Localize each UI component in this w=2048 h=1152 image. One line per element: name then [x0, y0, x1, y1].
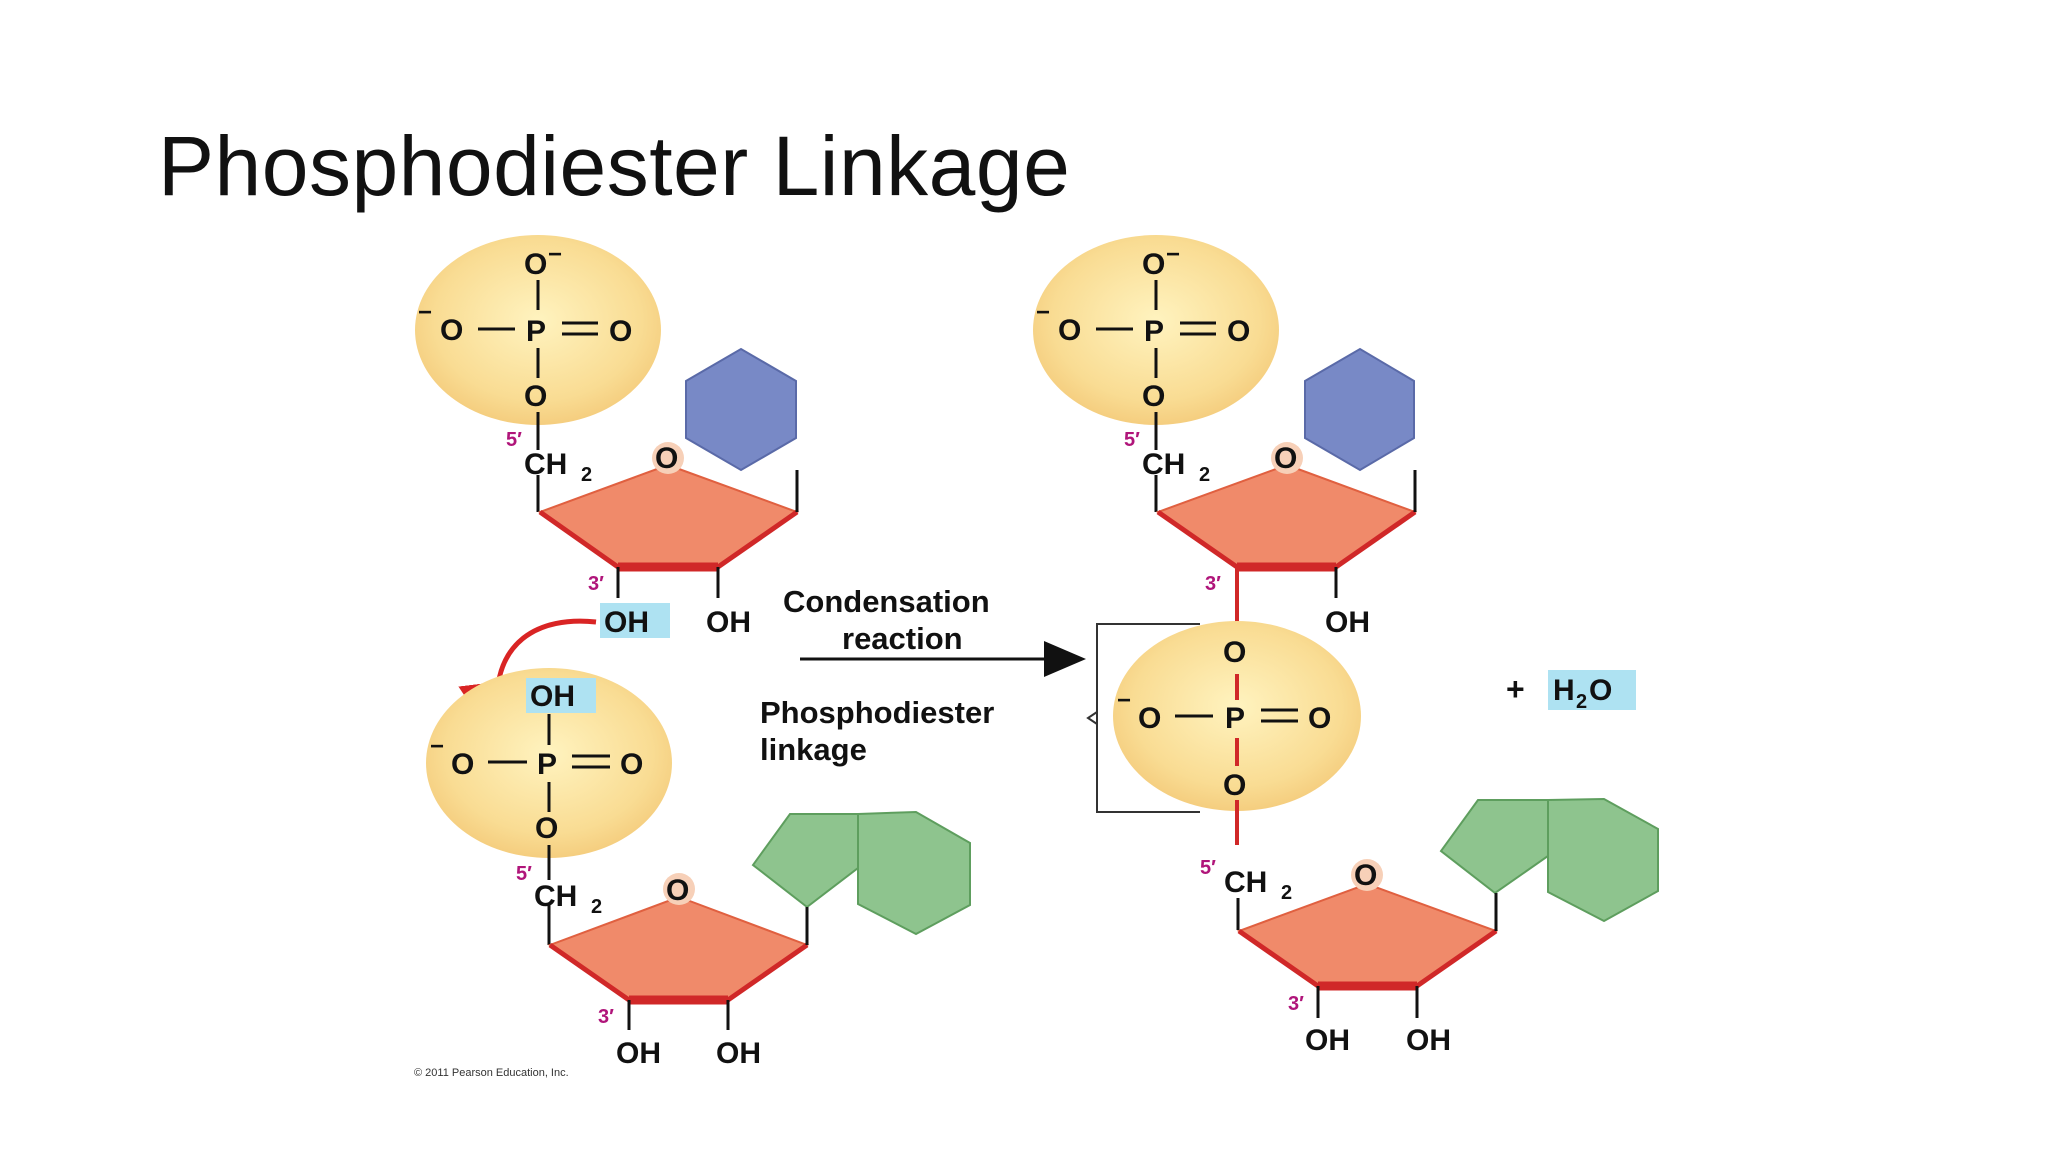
- phosphorus-label: P: [1225, 702, 1245, 735]
- three-prime-label: 3′: [588, 573, 604, 595]
- slide-title: Phosphodiester Linkage: [158, 119, 1071, 213]
- five-prime-label: 5′: [506, 429, 522, 451]
- five-prime-label: 5′: [1200, 857, 1216, 879]
- minus-sign: −: [548, 241, 562, 268]
- deoxyribose-sugar: [537, 463, 800, 568]
- minus-sign: −: [430, 733, 444, 760]
- deoxyribose-sugar: [1155, 463, 1418, 568]
- phosphorus-label: P: [526, 315, 546, 348]
- hydroxyl-2-label: OH: [1325, 606, 1370, 639]
- ring-oxygen-label: O: [1354, 859, 1377, 892]
- ring-oxygen-label: O: [666, 874, 689, 907]
- phosphorus-label: P: [1144, 315, 1164, 348]
- condensation-label: Condensation: [783, 584, 990, 619]
- hydroxyl-label: OH: [530, 680, 575, 713]
- five-prime-label: 5′: [1124, 429, 1140, 451]
- oxygen-label: O: [620, 748, 643, 781]
- ch2-subscript: 2: [1281, 882, 1292, 904]
- oxygen-label: O: [440, 314, 463, 347]
- ch2-label: CH: [524, 448, 567, 481]
- ch2-subscript: 2: [581, 464, 592, 486]
- phosphorus-label: P: [537, 748, 557, 781]
- oxygen-label: O: [1227, 315, 1250, 348]
- oxygen-label: O: [535, 812, 558, 845]
- ring-oxygen-label: O: [655, 442, 678, 475]
- phosphate-group: [426, 668, 672, 858]
- phosphate-group: [415, 235, 661, 425]
- hydroxyl-3-label: OH: [1305, 1024, 1350, 1057]
- right-product: O − − O P O O 5′ CH 2 O 3′ OH: [1033, 235, 1659, 1057]
- hydroxyl-2-label: OH: [706, 606, 751, 639]
- left-top-nucleotide: O − − O P O O 5′ CH 2 O 3′ OH OH: [415, 235, 800, 639]
- minus-sign: −: [1117, 687, 1131, 714]
- linking-phosphate-group: [1113, 621, 1361, 811]
- water-o-label: O: [1589, 674, 1612, 707]
- ch2-label: CH: [1142, 448, 1185, 481]
- minus-sign: −: [418, 299, 432, 326]
- three-prime-label: 3′: [598, 1006, 614, 1028]
- oh-highlight: [600, 603, 670, 638]
- oxygen-label: O: [1142, 380, 1165, 413]
- three-prime-label: 3′: [1288, 993, 1304, 1015]
- oxygen-label: O: [1223, 636, 1246, 669]
- ch2-label: CH: [1224, 866, 1267, 899]
- left-bottom-nucleotide: OH − O P O O 5′ CH 2 O 3′ OH OH: [426, 668, 971, 1070]
- water-h-label: H: [1553, 674, 1575, 707]
- three-prime-label: 3′: [1205, 573, 1221, 595]
- oxygen-label: O: [1058, 314, 1081, 347]
- purine-base-ring1: [751, 813, 859, 909]
- pyrimidine-base: [1304, 347, 1415, 472]
- oh-highlight: [526, 678, 596, 713]
- water-highlight: [1548, 670, 1636, 710]
- phosphate-group: [1033, 235, 1279, 425]
- minus-sign: −: [1036, 299, 1050, 326]
- ch2-subscript: 2: [591, 896, 602, 918]
- phosphodiester-label: Phosphodiester: [760, 695, 994, 730]
- oxygen-label: O: [1142, 248, 1165, 281]
- ring-oxygen-label: O: [1274, 442, 1297, 475]
- purine-base-ring1: [1439, 799, 1549, 895]
- oxygen-label: O: [609, 315, 632, 348]
- purine-base-ring2: [1547, 797, 1659, 923]
- hydroxyl-3-label: OH: [604, 606, 649, 639]
- hydroxyl-3-label: OH: [616, 1037, 661, 1070]
- minus-sign: −: [1166, 241, 1180, 268]
- deoxyribose-sugar: [547, 895, 810, 1001]
- hydroxyl-2-label: OH: [716, 1037, 761, 1070]
- water-subscript: 2: [1576, 691, 1587, 713]
- oxygen-label: O: [1223, 769, 1246, 802]
- ch2-label: CH: [534, 880, 577, 913]
- ch2-subscript: 2: [1199, 464, 1210, 486]
- oxygen-label: O: [1138, 702, 1161, 735]
- linkage-bracket: [1096, 623, 1200, 813]
- oxygen-label: O: [524, 380, 547, 413]
- purine-base-ring2: [857, 810, 971, 936]
- oxygen-label: O: [524, 248, 547, 281]
- oxygen-label: O: [451, 748, 474, 781]
- five-prime-label: 5′: [516, 863, 532, 885]
- deoxyribose-sugar: [1236, 882, 1499, 987]
- water-product: + H 2 O: [1506, 670, 1636, 713]
- plus-sign: +: [1506, 671, 1525, 707]
- hydroxyl-2-label: OH: [1406, 1024, 1451, 1057]
- oxygen-label: O: [1308, 702, 1331, 735]
- linkage-label: linkage: [760, 732, 867, 767]
- copyright-label: © 2011 Pearson Education, Inc.: [414, 1067, 569, 1079]
- pyrimidine-base: [685, 347, 797, 472]
- reaction-label: reaction: [842, 621, 963, 656]
